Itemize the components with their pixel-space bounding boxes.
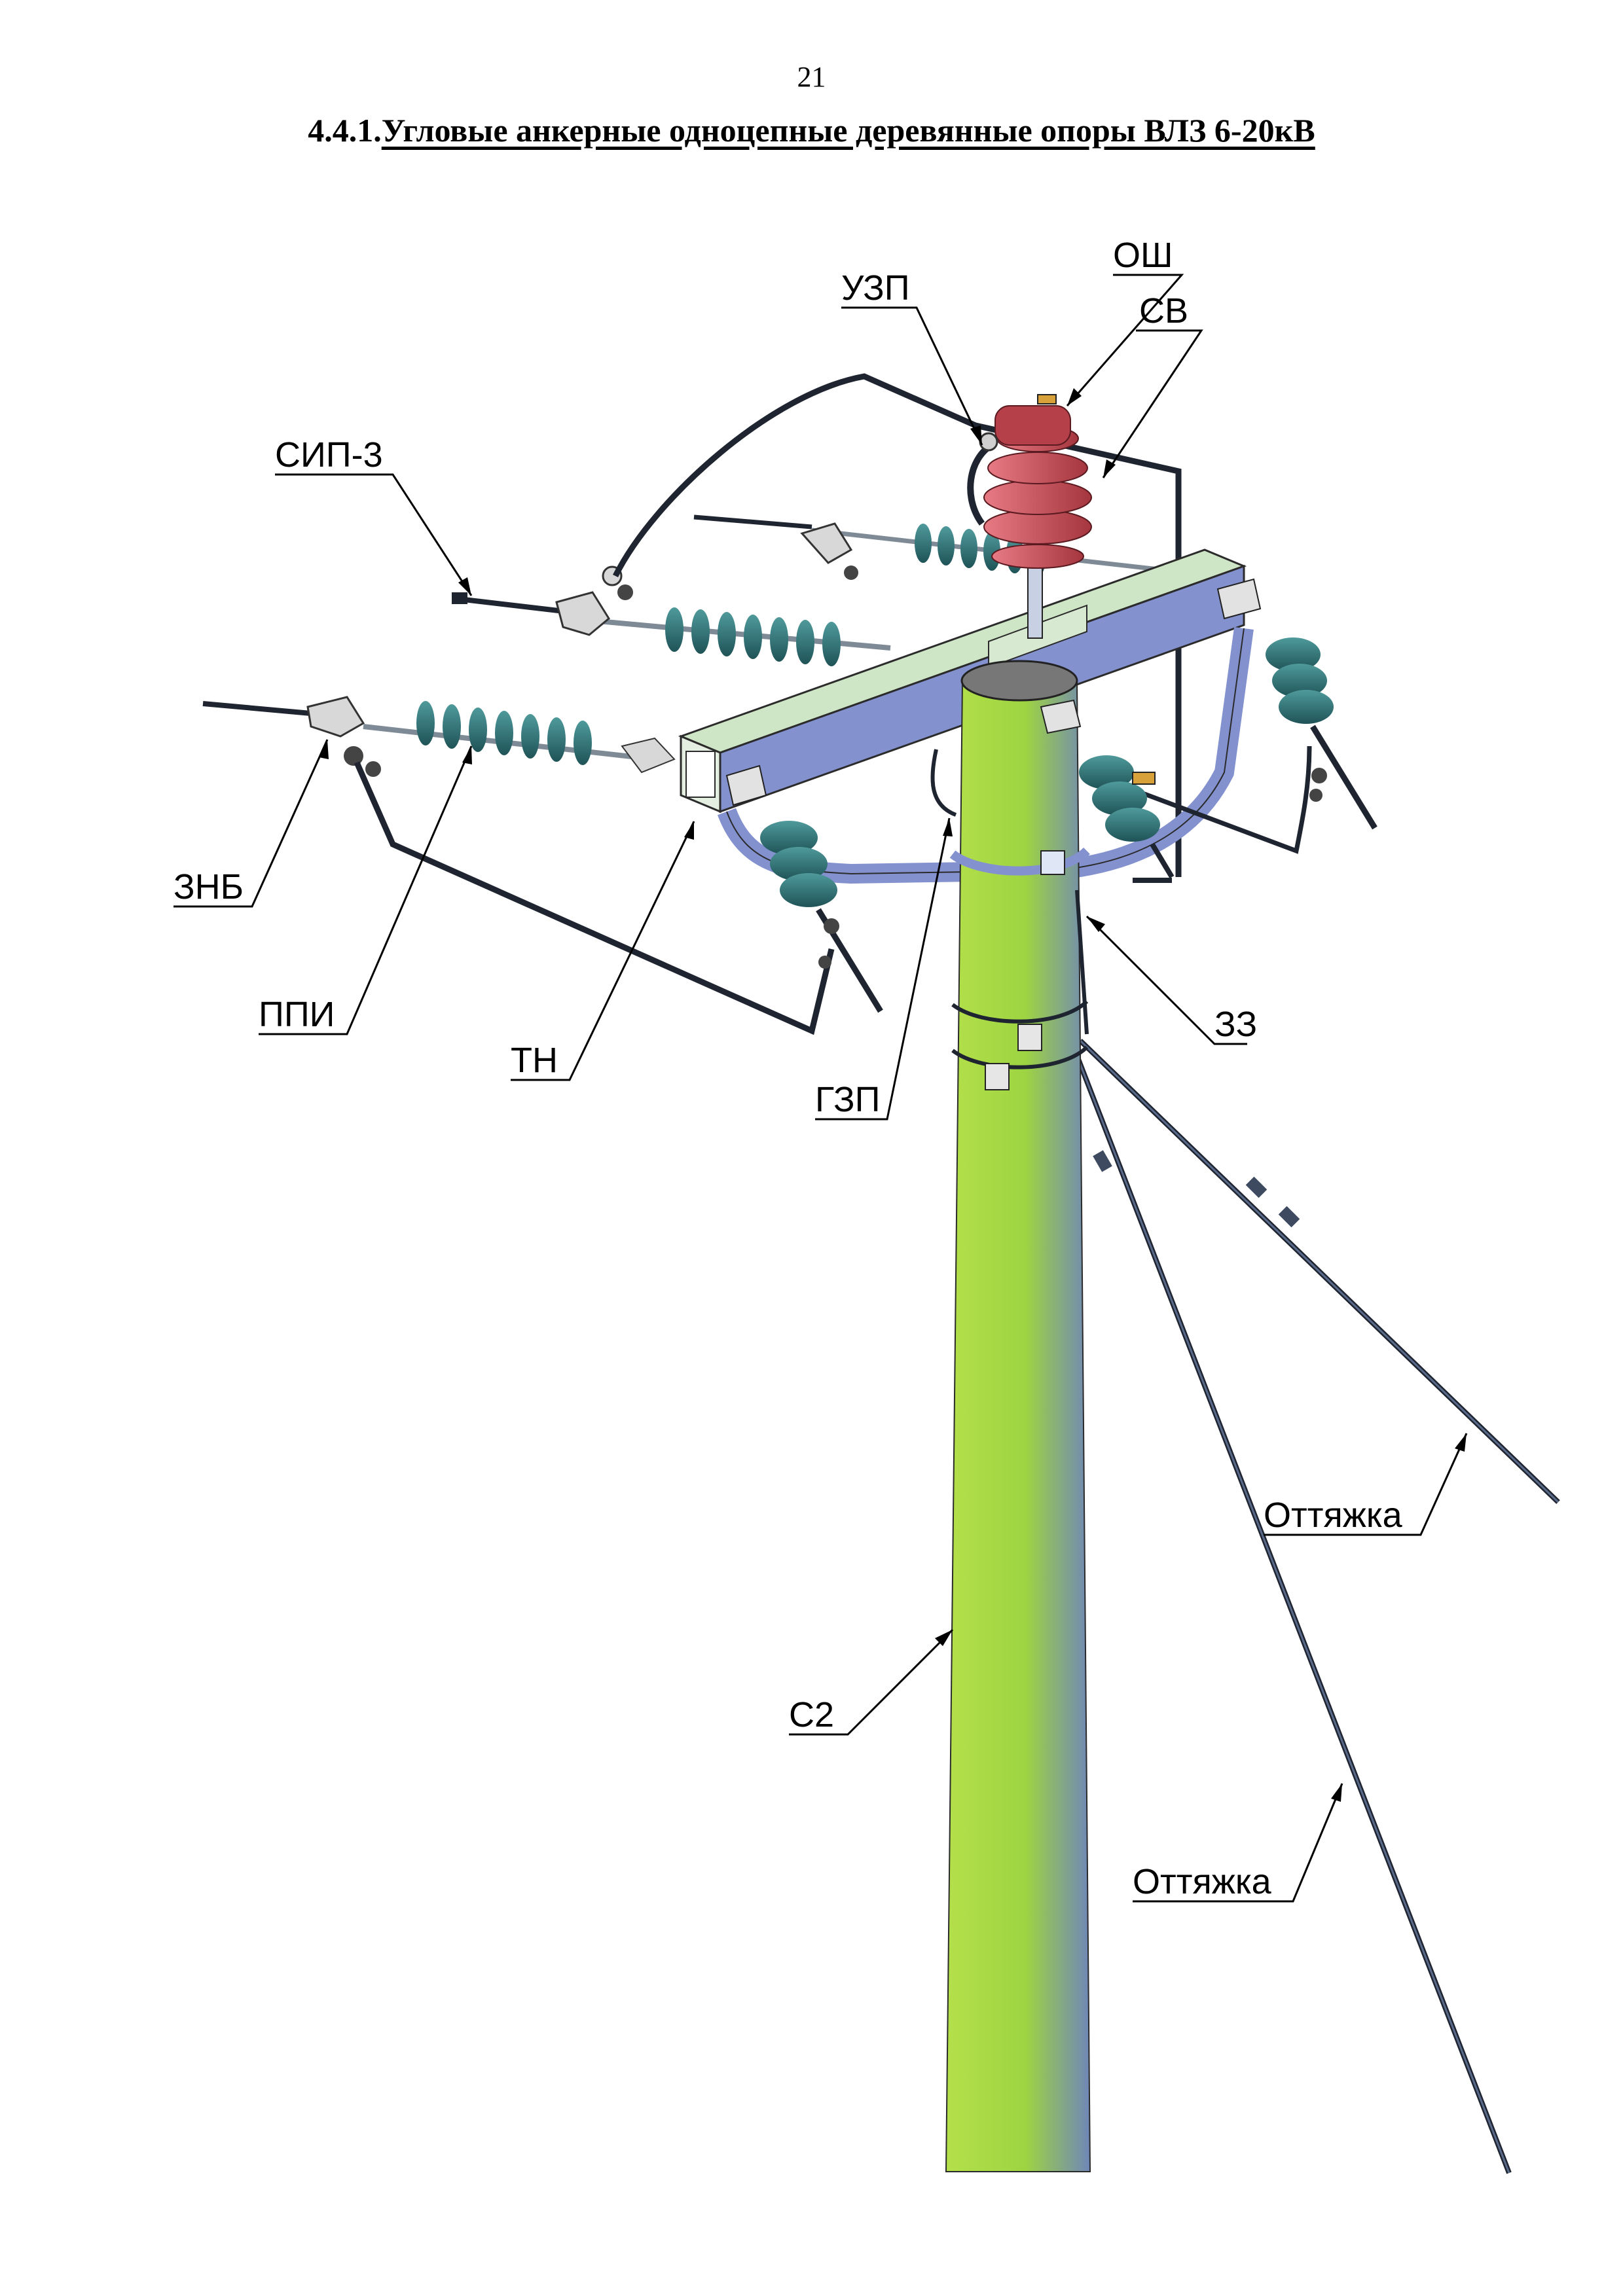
label-sv: СВ [1139,291,1188,331]
guy-clamp [1093,1150,1300,1228]
loop-wire-back [612,373,1182,877]
arrester-lead [967,432,998,526]
leader-gzp [815,817,951,1121]
leader-arrowheads [319,388,1467,1802]
section-title: 4.4.1.Угловые анкерные одноцепные деревя… [0,111,1623,149]
pole-band-upper [949,847,1090,876]
front-loop-wire [354,761,835,1035]
section-title-text: Угловые анкерные одноцепные деревянные о… [381,112,1315,149]
label-guy-1: Оттяжка [1264,1496,1403,1535]
label-tn: ТН [511,1041,558,1080]
leader-osh [1066,274,1184,406]
label-zz: ЗЗ [1214,1005,1257,1044]
guy-wire-2 [1071,1046,1512,2174]
ground-wire [930,749,1089,1035]
guy-wire-1 [1078,1039,1560,1504]
label-znb: ЗНБ [173,867,244,906]
pole-band-lower [951,999,1089,1090]
leader-sv [1102,329,1203,478]
leader-guy-2 [1133,1783,1343,1903]
center-insulator-string [1040,699,1175,883]
label-osh: ОШ [1113,236,1173,275]
front-strain-clamp [306,696,381,777]
label-c2: С2 [789,1695,834,1734]
leader-guy-1 [1264,1433,1468,1536]
leader-ppi [259,745,473,1035]
sip3-wire [452,592,570,615]
front-insulator-string [363,701,676,774]
leader-zz [1085,915,1247,1045]
label-uzp: УЗП [841,268,910,308]
label-guy-2: Оттяжка [1133,1862,1272,1901]
surge-arrester [983,394,1092,569]
leader-lines [173,274,1468,1903]
page-number: 21 [797,61,826,93]
leader-tn [511,821,695,1081]
section-number: 4.4.1. [308,112,382,149]
leader-uzp [841,306,983,446]
pole [945,660,1091,2172]
label-gzp: ГЗП [815,1080,880,1119]
label-sip3: СИП-3 [275,435,383,475]
leader-znb [173,739,329,908]
label-ppi: ППИ [259,995,335,1034]
left-hanging-insulator [725,764,883,1013]
rear-insulator-string [569,607,891,666]
leader-sip3 [275,473,473,596]
right-insulator-string [1138,578,1377,854]
front-conductor [202,701,312,716]
leader-c2 [789,1628,954,1736]
